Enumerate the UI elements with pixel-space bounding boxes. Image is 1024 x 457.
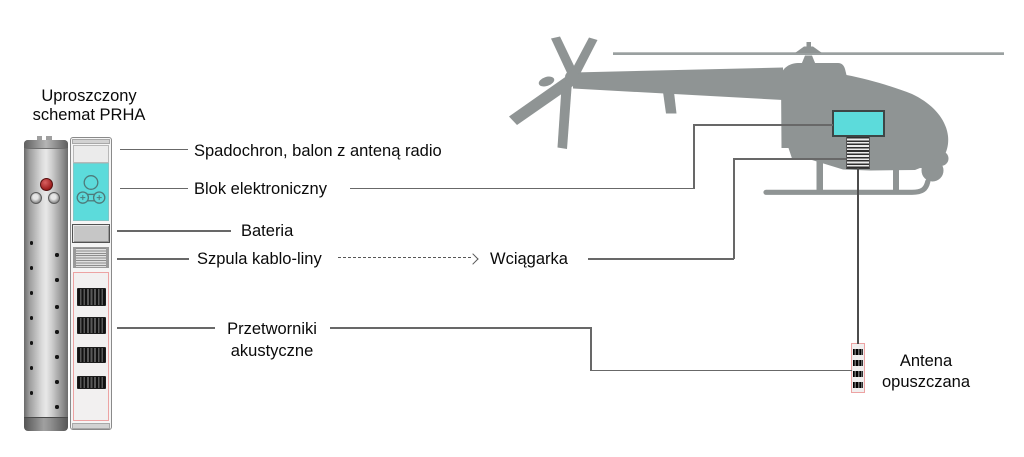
- label-transducers: Przetworniki akustyczne: [210, 318, 334, 362]
- label-antenna: Antena opuszczana: [862, 351, 990, 393]
- tail-rotor-blade: [557, 80, 572, 149]
- label-antenna-line1: Antena: [899, 352, 953, 370]
- rivet-dot: [29, 266, 34, 270]
- parachute-section: [73, 145, 109, 163]
- schematic-top-cap: [72, 139, 110, 144]
- transducer-block: [76, 288, 106, 306]
- rotor-head: [795, 46, 822, 53]
- nose-bump: [933, 151, 949, 166]
- electronics-section-detail: [76, 175, 106, 204]
- rivet-dot: [29, 391, 34, 395]
- transducer-block: [76, 317, 106, 334]
- callout-line-battery: [117, 230, 231, 232]
- tail-boom: [573, 67, 783, 100]
- rivet-dot: [29, 316, 34, 320]
- electronics-box-helicopter: [832, 110, 885, 137]
- battery-section: [72, 224, 110, 243]
- callout-line-electronics-vertical: [693, 124, 695, 189]
- rivet-dot: [55, 278, 59, 282]
- gray-button: [48, 192, 60, 204]
- label-transducers-line2: akustyczne: [230, 342, 314, 360]
- antenna-transducer-band: [852, 359, 863, 366]
- callout-line-winch: [588, 258, 734, 260]
- cable-line: [857, 168, 859, 344]
- callout-line-electronics-left: [120, 187, 188, 190]
- callout-line-transducers-vertical: [590, 327, 592, 371]
- callout-line-electronics-top: [693, 124, 833, 126]
- title-line2: schemat PRHA: [32, 106, 146, 124]
- callout-line-winch-top: [733, 158, 846, 160]
- label-transducers-line1: Przetworniki: [227, 320, 317, 338]
- tail-rotor-hub: [565, 70, 579, 85]
- transducer-block: [76, 376, 106, 389]
- schematic-bottom-cap: [72, 423, 110, 429]
- tail-rotor-blade: [571, 37, 598, 74]
- label-electronics: Blok elektroniczny: [194, 180, 327, 198]
- rotor-head-stub: [806, 42, 811, 48]
- rivet-dot: [55, 355, 59, 359]
- skid-strut-rear: [893, 168, 899, 192]
- callout-line-electronics-right: [350, 187, 694, 190]
- rivet-dot: [29, 241, 34, 245]
- callout-line-transducers-left: [117, 327, 215, 329]
- red-activation-button: [39, 177, 53, 191]
- buoy-top-tab: [46, 136, 52, 141]
- callout-line-transducers-bottom: [590, 369, 852, 372]
- label-battery: Bateria: [241, 222, 294, 240]
- buoy-bottom-cap: [24, 417, 68, 431]
- callout-line-transducers-right: [330, 327, 591, 329]
- module-circle: [83, 175, 99, 190]
- label-cable-spool: Szpula kablo-liny: [197, 250, 322, 268]
- label-winch: Wciągarka: [490, 250, 568, 268]
- rivet-dot: [55, 380, 59, 384]
- electronics-section: [73, 163, 109, 221]
- rivet-dot: [29, 291, 34, 295]
- main-rotor-blade: [613, 52, 1004, 55]
- cable-spool-section: [73, 247, 109, 268]
- tail-fin: [663, 92, 677, 114]
- skid-strut-front: [816, 152, 823, 192]
- title-line1: Uproszczony: [41, 87, 137, 105]
- label-antenna-line2: opuszczana: [881, 373, 971, 391]
- label-parachute: Spadochron, balon z anteną radio: [194, 142, 442, 160]
- callout-line-winch-vertical: [733, 158, 735, 259]
- rivet-dot: [55, 405, 59, 409]
- callout-line-spool: [117, 258, 189, 260]
- transducer-block: [76, 347, 106, 363]
- tail-rotor-blade: [509, 76, 575, 125]
- buoy-top-cap: [24, 140, 68, 149]
- callout-line-parachute: [120, 148, 188, 151]
- landing-skid: [763, 178, 931, 195]
- dashed-arrow-spool-to-winch: [338, 257, 471, 258]
- winch-block: [846, 137, 870, 169]
- rivet-dot: [55, 253, 59, 257]
- antenna-transducer-band: [852, 381, 863, 388]
- rivet-dot: [55, 305, 59, 309]
- antenna-transducer-band: [852, 348, 863, 355]
- tail-rotor-blade: [551, 36, 577, 75]
- gray-button: [29, 192, 42, 204]
- rivet-dot: [29, 366, 34, 370]
- rivet-dot: [55, 330, 59, 334]
- antenna-transducer-band: [852, 370, 863, 377]
- diagram-title: Uproszczony schemat PRHA: [5, 87, 173, 125]
- tail-rotor-spinner: [538, 76, 555, 87]
- rivet-dot: [29, 341, 34, 345]
- buoy-top-tab: [37, 136, 42, 141]
